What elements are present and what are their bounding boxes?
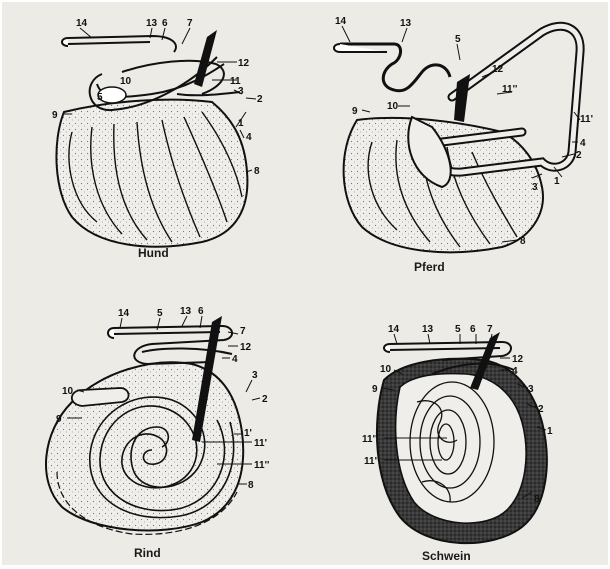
caption-cattle: Rind xyxy=(134,546,161,560)
horse-label-8: 8 xyxy=(520,236,526,247)
dog-label-8: 8 xyxy=(254,166,260,177)
cattle-label-1d: 1' xyxy=(244,428,252,439)
dog-label-14: 14 xyxy=(76,18,88,29)
horse-label-4: 4 xyxy=(580,138,586,149)
horse-label-3: 3 xyxy=(532,182,538,193)
dog-label-9: 9 xyxy=(52,110,58,121)
cattle-label-11dd: 11'' xyxy=(254,460,269,471)
horse-label-13: 13 xyxy=(400,18,412,29)
horse-label-9: 9 xyxy=(352,106,358,117)
horse-figure: 14 13 5 12 11'' 11' 4 2 1 3 8 9 10 xyxy=(334,16,593,252)
pig-label-3: 3 xyxy=(528,384,534,395)
pig-label-11dd: 11'' xyxy=(362,434,377,445)
dog-label-12: 12 xyxy=(238,58,250,69)
dog-label-10: 10 xyxy=(120,76,132,87)
pig-label-5: 5 xyxy=(455,324,461,335)
pig-label-7: 7 xyxy=(487,324,493,335)
cattle-label-4: 4 xyxy=(232,354,238,365)
dog-label-4: 4 xyxy=(246,132,252,143)
cattle-label-2: 2 xyxy=(262,394,268,405)
pig-label-11d: 11' xyxy=(364,456,377,467)
pig-figure: 14 13 5 6 7 12 4 3 2 1 10 9 11'' 11' 8 xyxy=(362,324,553,543)
pig-label-6: 6 xyxy=(470,324,476,335)
cattle-label-12: 12 xyxy=(240,342,252,353)
pig-label-13: 13 xyxy=(422,324,434,335)
dog-label-13: 13 xyxy=(146,18,158,29)
cattle-label-5: 5 xyxy=(157,308,163,319)
pig-label-12: 12 xyxy=(512,354,524,365)
horse-label-12: 12 xyxy=(492,64,504,75)
horse-label-11dd: 11'' xyxy=(502,84,517,95)
cattle-label-14: 14 xyxy=(118,308,130,319)
cattle-label-13: 13 xyxy=(180,306,192,317)
horse-label-5: 5 xyxy=(455,34,461,45)
dog-label-5: 5 xyxy=(97,92,103,103)
horse-label-14: 14 xyxy=(335,16,347,27)
pig-label-10: 10 xyxy=(380,364,392,375)
cattle-label-3: 3 xyxy=(252,370,258,381)
caption-pig: Schwein xyxy=(422,549,471,563)
dog-figure: 14 13 6 7 12 11 3 2 1 4 8 9 5 10 xyxy=(52,18,263,247)
pig-label-4: 4 xyxy=(512,366,518,377)
dog-mesentery xyxy=(56,100,247,247)
cattle-label-10: 10 xyxy=(62,386,74,397)
cattle-label-7: 7 xyxy=(240,326,246,337)
horse-label-1: 1 xyxy=(554,176,560,187)
dog-label-6: 6 xyxy=(162,18,168,29)
cattle-label-6: 6 xyxy=(198,306,204,317)
pig-label-1: 1 xyxy=(547,426,553,437)
dog-label-1: 1 xyxy=(238,118,244,129)
cattle-figure: 14 5 13 6 7 12 4 3 2 1' 11' 11'' 8 9 10 xyxy=(46,306,269,534)
dog-label-7: 7 xyxy=(187,18,193,29)
cattle-label-11d: 11' xyxy=(254,438,267,449)
caption-horse: Pferd xyxy=(414,260,445,274)
dog-label-3: 3 xyxy=(238,86,244,97)
dog-label-2: 2 xyxy=(257,94,263,105)
cattle-mesentery xyxy=(46,362,243,530)
pig-label-14: 14 xyxy=(388,324,400,335)
pig-label-9: 9 xyxy=(372,384,378,395)
horse-label-2: 2 xyxy=(576,150,582,161)
horse-label-11d: 11' xyxy=(580,114,593,125)
pig-label-8: 8 xyxy=(534,494,540,505)
pig-label-2: 2 xyxy=(538,404,544,415)
cattle-label-8: 8 xyxy=(248,480,254,491)
horse-label-10: 10 xyxy=(387,101,399,112)
caption-dog: Hund xyxy=(138,246,169,260)
cattle-label-9: 9 xyxy=(56,414,62,425)
